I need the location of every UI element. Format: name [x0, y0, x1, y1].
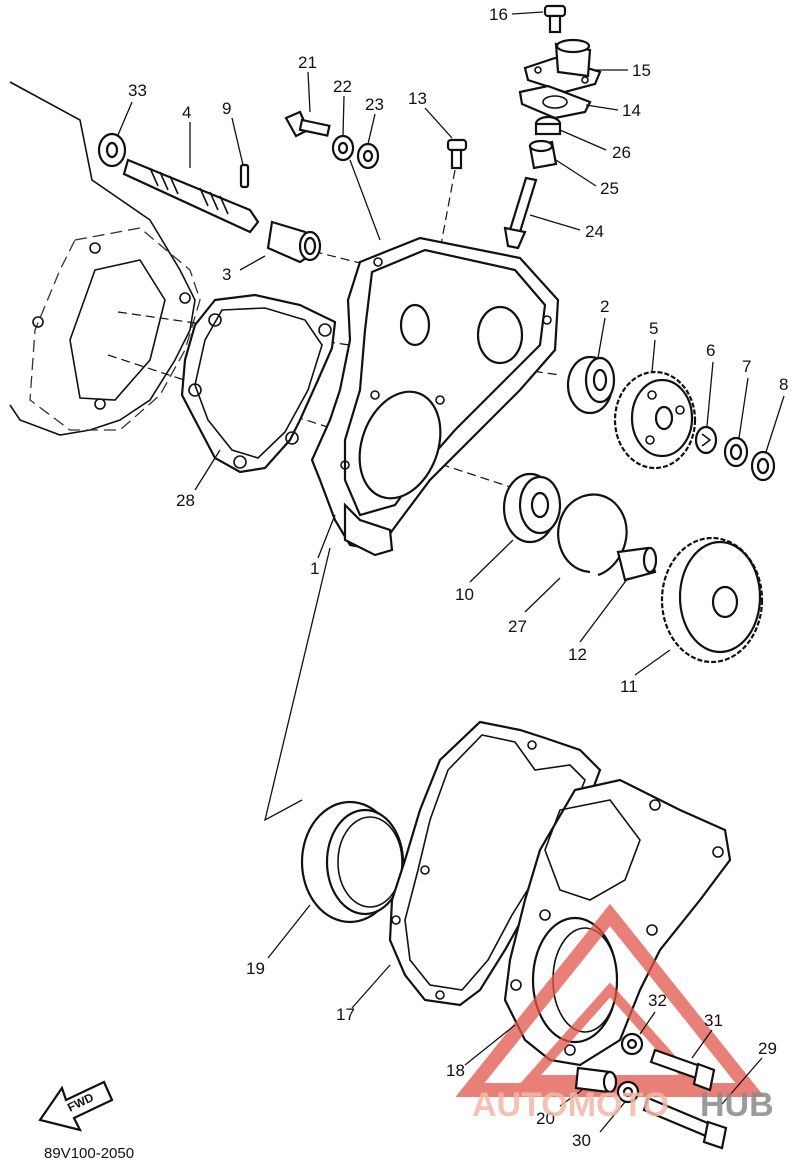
- part-25-bushing: [528, 139, 558, 170]
- callout-labels: 33 4 9 3 21 22 23 13 16 15 14 26 25 24 2…: [128, 5, 788, 1150]
- part-17-gasket: [388, 720, 602, 1007]
- callout-33: 33: [128, 81, 147, 100]
- callout-13: 13: [408, 89, 427, 108]
- callout-21: 21: [298, 53, 317, 72]
- callout-30: 30: [572, 1131, 591, 1150]
- part-5-gear: [613, 370, 697, 470]
- callout-29: 29: [758, 1039, 777, 1058]
- part-14-gasket: [518, 84, 592, 120]
- watermark-text: AUTOMOTO HUB: [472, 1086, 774, 1124]
- part-27-circlip: [557, 493, 628, 577]
- callout-5: 5: [649, 319, 658, 338]
- callout-25: 25: [600, 179, 619, 198]
- callout-1: 1: [310, 559, 319, 578]
- callout-15: 15: [632, 61, 651, 80]
- callout-10: 10: [455, 585, 474, 604]
- engine-case-outline: [9, 81, 201, 436]
- part-12-pin: [616, 546, 658, 582]
- part-16-screw: [543, 4, 567, 34]
- callout-22: 22: [333, 77, 352, 96]
- part-32-collar: [620, 1032, 644, 1056]
- callout-32: 32: [648, 991, 667, 1010]
- callout-31: 31: [704, 1011, 723, 1030]
- callout-28: 28: [176, 491, 195, 510]
- callout-19: 19: [246, 959, 265, 978]
- part-29-bolt: [642, 1096, 728, 1150]
- callout-9: 9: [222, 99, 231, 118]
- callout-2: 2: [600, 297, 609, 316]
- callout-17: 17: [336, 1005, 355, 1024]
- part-24-driven-shaft: [503, 176, 538, 250]
- callout-24: 24: [585, 222, 604, 241]
- part-1-housing: [310, 236, 560, 557]
- part-7-washer: [723, 436, 749, 468]
- part-13-screw: [446, 138, 468, 170]
- callout-4: 4: [182, 103, 191, 122]
- part-28-gasket: [180, 293, 337, 474]
- part-3-bushing: [266, 220, 322, 264]
- callout-7: 7: [742, 357, 751, 376]
- part-10-bearing: [502, 472, 562, 544]
- part-33-washer: [97, 132, 127, 168]
- callout-14: 14: [622, 101, 641, 120]
- diagram-code: 89V100-2050: [44, 1145, 134, 1162]
- callout-23: 23: [365, 95, 384, 114]
- part-21-bolt: [284, 110, 331, 138]
- part-19-oil-seal: [300, 800, 405, 924]
- part-4-shaft: [122, 158, 260, 234]
- part-20-dowel: [574, 1066, 618, 1094]
- watermark-text-hub: HUB: [700, 1086, 774, 1124]
- part-31-bolt: [649, 1048, 716, 1092]
- part-26-o-ring: [534, 115, 562, 136]
- part-15-housing: [523, 38, 602, 94]
- callout-8: 8: [779, 375, 788, 394]
- part-6-key: [694, 425, 718, 455]
- callout-3: 3: [222, 265, 231, 284]
- part-22-washer: [331, 134, 355, 162]
- callout-6: 6: [706, 341, 715, 360]
- part-30-washer: [616, 1080, 640, 1104]
- callout-11: 11: [620, 677, 638, 696]
- part-11-gear: [660, 536, 764, 664]
- part-2-bearing: [566, 355, 616, 415]
- callout-12: 12: [568, 645, 587, 664]
- callout-27: 27: [508, 617, 527, 636]
- fwd-arrow-icon: FWD: [38, 1080, 114, 1132]
- part-23-washer: [356, 142, 380, 170]
- callout-20: 20: [536, 1109, 555, 1128]
- callout-18: 18: [446, 1061, 465, 1080]
- part-8-circlip: [750, 450, 776, 482]
- watermark-text-automoto: AUTOMOTO: [472, 1086, 669, 1124]
- callout-16: 16: [489, 5, 508, 24]
- callout-26: 26: [612, 143, 631, 162]
- part-9-pin: [239, 163, 250, 189]
- leader-lines: [117, 11, 785, 1133]
